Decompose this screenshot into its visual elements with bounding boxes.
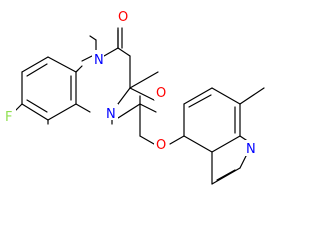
molecule-svg: O N N O F O N <box>4 8 265 185</box>
bond <box>103 47 119 57</box>
bond <box>47 56 77 73</box>
bond <box>183 87 213 105</box>
bond <box>188 94 212 108</box>
atom-o-ether: O <box>156 138 166 153</box>
bond <box>239 155 247 169</box>
bond <box>21 56 49 73</box>
bond <box>129 71 159 89</box>
atom-labels: O N N O F O N <box>4 8 258 157</box>
bond <box>183 135 213 153</box>
bond <box>75 65 83 73</box>
bond <box>139 103 157 113</box>
atom-n-acyl: N <box>106 107 116 122</box>
atom-o-carbonyl-amide: O <box>156 86 166 101</box>
bond <box>26 99 48 113</box>
bond <box>89 35 97 41</box>
bond <box>47 103 77 121</box>
atom-f-fluoro: F <box>5 110 12 125</box>
bond <box>139 135 155 145</box>
bond <box>211 167 241 185</box>
bond <box>211 87 241 105</box>
bond <box>129 87 155 101</box>
atom-o-carbonyl-top: O <box>118 10 128 25</box>
atom-n-methyl: N <box>94 53 104 68</box>
bond <box>75 103 91 113</box>
bond <box>117 47 131 57</box>
bond <box>169 135 185 145</box>
bonds <box>11 27 265 185</box>
molecule-structure-diagram: O N N O F O N <box>4 8 265 185</box>
bond <box>21 103 49 121</box>
bond <box>216 169 236 181</box>
bond <box>26 63 48 77</box>
bond <box>239 87 265 105</box>
bond <box>117 103 141 119</box>
bond <box>211 135 241 153</box>
atom-n-isoquinoline: N <box>246 142 256 157</box>
